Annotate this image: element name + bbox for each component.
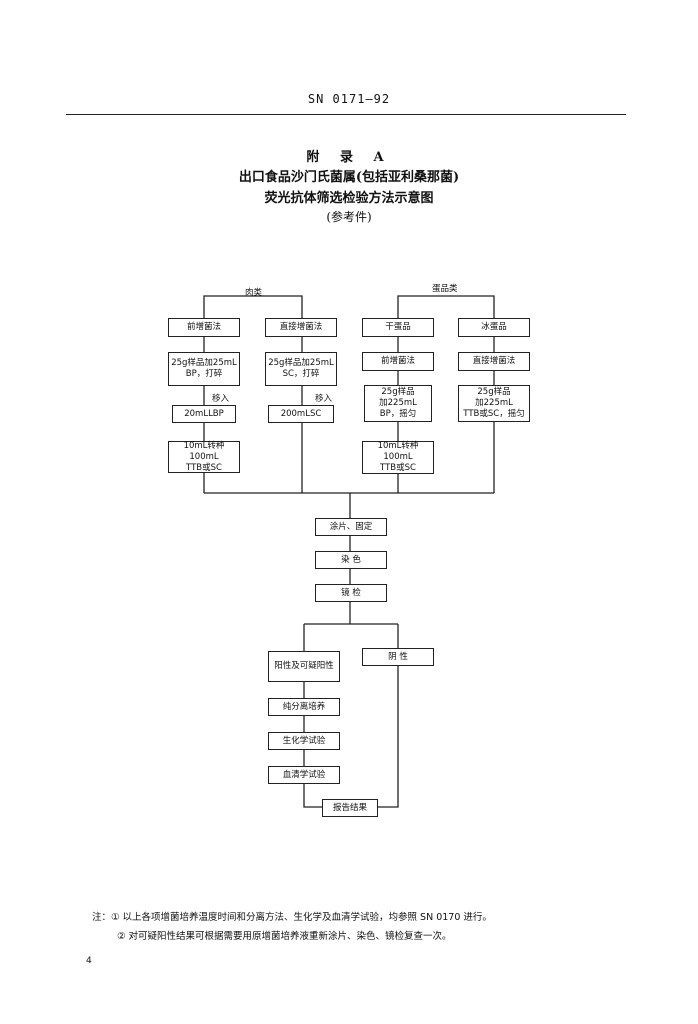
isolation-box: 纯分离培养: [268, 698, 340, 716]
note-2: ② 对可疑阳性结果可根据需要用原增菌培养液重新涂片、染色、镜检复查一次。: [117, 931, 452, 942]
egg-direct-enrich-box: 直接增菌法: [458, 352, 530, 371]
title-line-1: 出口食品沙门氏菌属(包括亚利桑那菌): [238, 170, 460, 185]
egg-category-label: 蛋品类: [432, 284, 458, 294]
meat-direct-enrich-box: 直接增菌法: [265, 318, 337, 337]
dry-egg-box: 干蛋品: [362, 318, 434, 337]
smear-fix-box: 涂片、固定: [315, 518, 387, 536]
meat-preenrich-sample-box: 25g样品加25mL BP，打碎: [168, 352, 240, 386]
transfer-label-1: 移入: [212, 394, 230, 404]
transfer-label-2: 移入: [315, 394, 333, 404]
lbp-box: 20mLLBP: [172, 405, 236, 423]
header-rule: [66, 114, 626, 115]
notes-section: 注：① 以上各项增菌培养温度时间和分离方法、生化学及血清学试验，均参照 SN 0…: [92, 908, 652, 946]
meat-transfer-box: 10mL转种100mL TTB或SC: [168, 441, 240, 473]
standard-code: SN 0171—92: [307, 92, 391, 106]
egg-direct-sample-box: 25g样品 加225mL TTB或SC，摇匀: [458, 385, 530, 422]
meat-preenrich-box: 前增菌法: [168, 318, 240, 337]
lsc-box: 200mLSC: [268, 405, 334, 423]
appendix-heading: 附 录 A: [306, 150, 392, 165]
positive-suspect-box: 阳性及可疑阳性: [268, 651, 340, 682]
frozen-egg-box: 冰蛋品: [458, 318, 530, 337]
egg-preenrich-box: 前增菌法: [362, 352, 434, 371]
meat-direct-sample-box: 25g样品加25mL SC，打碎: [265, 352, 337, 386]
negative-box: 阴 性: [362, 648, 434, 666]
page-number: 4: [86, 956, 92, 966]
title-line-2: 荧光抗体筛选检验方法示意图: [264, 191, 434, 206]
egg-preenrich-sample-box: 25g样品 加225mL BP，摇匀: [364, 385, 432, 422]
biochem-box: 生化学试验: [268, 732, 340, 750]
report-box: 报告结果: [322, 799, 378, 817]
meat-category-label: 肉类: [245, 288, 263, 298]
egg-transfer-box: 10mL转种100mL TTB或SC: [362, 441, 434, 474]
microscope-box: 镜 检: [315, 584, 387, 602]
note-1: 注：① 以上各项增菌培养温度时间和分离方法、生化学及血清学试验，均参照 SN 0…: [92, 912, 492, 923]
stain-box: 染 色: [315, 551, 387, 569]
title-reference: (参考件): [326, 210, 372, 224]
serology-box: 血清学试验: [268, 766, 340, 784]
